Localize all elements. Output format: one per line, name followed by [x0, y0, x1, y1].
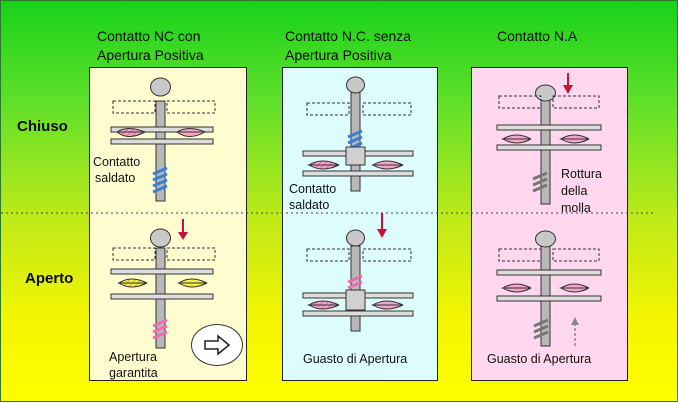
header-col3: Contatto N.A: [497, 28, 578, 44]
p2-welded-label-1: Contatto: [289, 182, 337, 196]
p3-break-label-3: molla: [561, 201, 591, 215]
p3-break-label-2: della: [561, 184, 588, 198]
p1-guaranteed-label-1: Apertura: [109, 350, 157, 364]
p1-closed-mechanism: [110, 77, 216, 202]
p3-failure-label: Guasto di Apertura: [487, 352, 592, 366]
header-col2-line2: Apertura Positiva: [285, 47, 392, 63]
header-col1-line2: Apertura Positiva: [97, 47, 204, 63]
p1-welded-label-2: saldato: [95, 171, 136, 185]
row-label-closed: Chiuso: [17, 118, 68, 135]
p3-closed-mechanism: [496, 73, 602, 205]
p2-welded-label-2: saldato: [289, 198, 330, 212]
p2-closed-mechanism: [302, 76, 414, 192]
right-arrow-icon: [204, 334, 231, 356]
p1-welded-label-1: Contatto: [93, 155, 141, 169]
p1-guaranteed-label-2: garantita: [109, 366, 158, 380]
p1-open-mechanism: [110, 219, 216, 349]
row-label-open: Aperto: [25, 270, 74, 287]
header-col1-line1: Contatto NC con: [97, 28, 201, 44]
p2-open-mechanism: [302, 213, 414, 332]
p3-break-label-1: Rottura: [561, 167, 602, 181]
p2-failure-label: Guasto di Apertura: [303, 352, 408, 366]
p3-open-mechanism: [496, 230, 602, 347]
next-arrow-button[interactable]: [191, 324, 243, 366]
header-col2-line1: Contatto N.C. senza: [285, 28, 412, 44]
